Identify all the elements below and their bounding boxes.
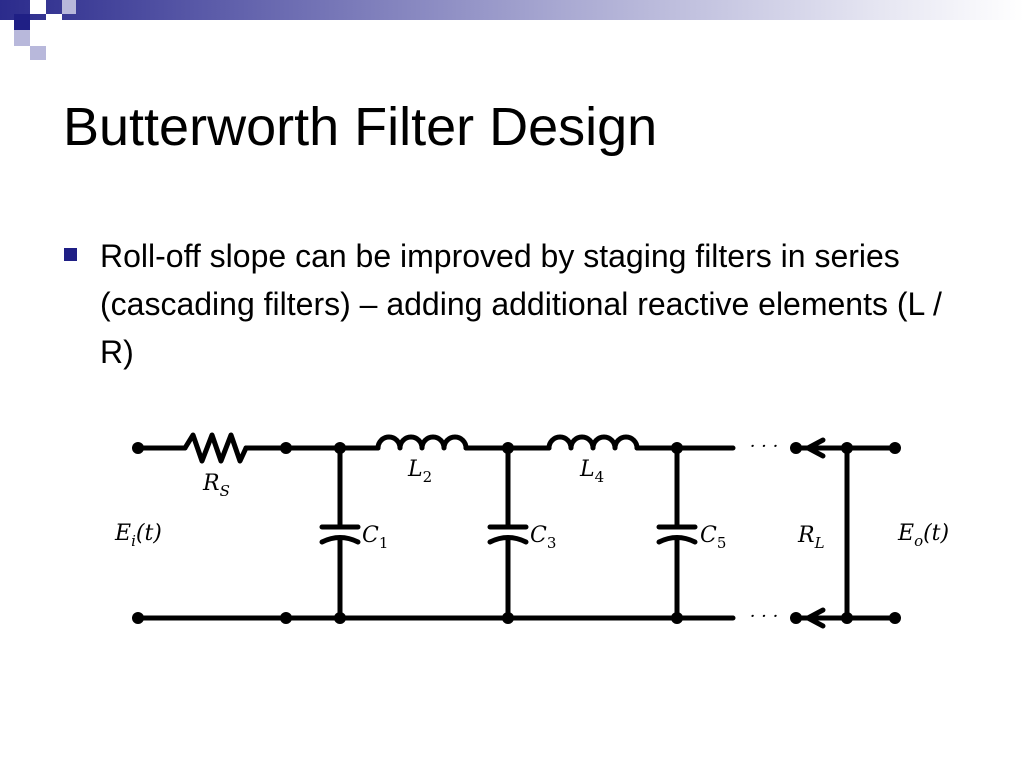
junction-node [790,442,802,454]
source-resistor-zigzag [182,432,249,464]
label-input-voltage: Ei(t) [114,521,162,550]
label-l4: L4 [579,457,604,486]
junction-node [671,612,683,624]
label-output-voltage: Eo(t) [897,521,949,550]
decor-square [14,14,30,30]
junction-node [502,442,514,454]
bullet-item: Roll-off slope can be improved by stagin… [64,232,964,376]
junction-node [841,442,853,454]
label-l2: L2 [407,457,432,486]
continuation-dots: · · · [750,436,779,457]
bullet-text: Roll-off slope can be improved by stagin… [100,238,942,370]
continuation-dots: · · · [750,606,779,627]
decor-square [30,0,46,14]
decor-square [30,46,46,60]
bullet-square-icon [64,248,77,261]
terminal-node [889,612,901,624]
inductor-l2-coil [375,434,469,451]
slide-title: Butterworth Filter Design [63,97,658,157]
junction-node [841,612,853,624]
header-gradient-bar [0,0,1024,20]
terminal-node [889,442,901,454]
junction-node [334,612,346,624]
terminal-node [132,612,144,624]
bullet-list: Roll-off slope can be improved by stagin… [64,232,964,376]
decor-square [62,0,76,14]
ladder-filter-circuit: · · · · · · RS L2 L4 C1 C3 C5 RL Ei(t) E… [114,432,949,629]
arrow-left-icon [805,437,826,459]
arrow-left-icon [805,607,826,629]
junction-node [280,442,292,454]
terminal-node [132,442,144,454]
label-rs: RS [202,471,230,500]
label-c3: C3 [530,523,556,552]
junction-node [280,612,292,624]
junction-node [671,442,683,454]
junction-node [790,612,802,624]
label-rl: RL [797,523,825,552]
label-c5: C5 [700,523,726,552]
inductor-l4-coil [546,434,640,451]
decor-square [46,14,62,30]
decor-square [14,30,30,46]
label-c1: C1 [362,523,388,552]
junction-node [502,612,514,624]
junction-node [334,442,346,454]
decor-square [30,30,46,46]
